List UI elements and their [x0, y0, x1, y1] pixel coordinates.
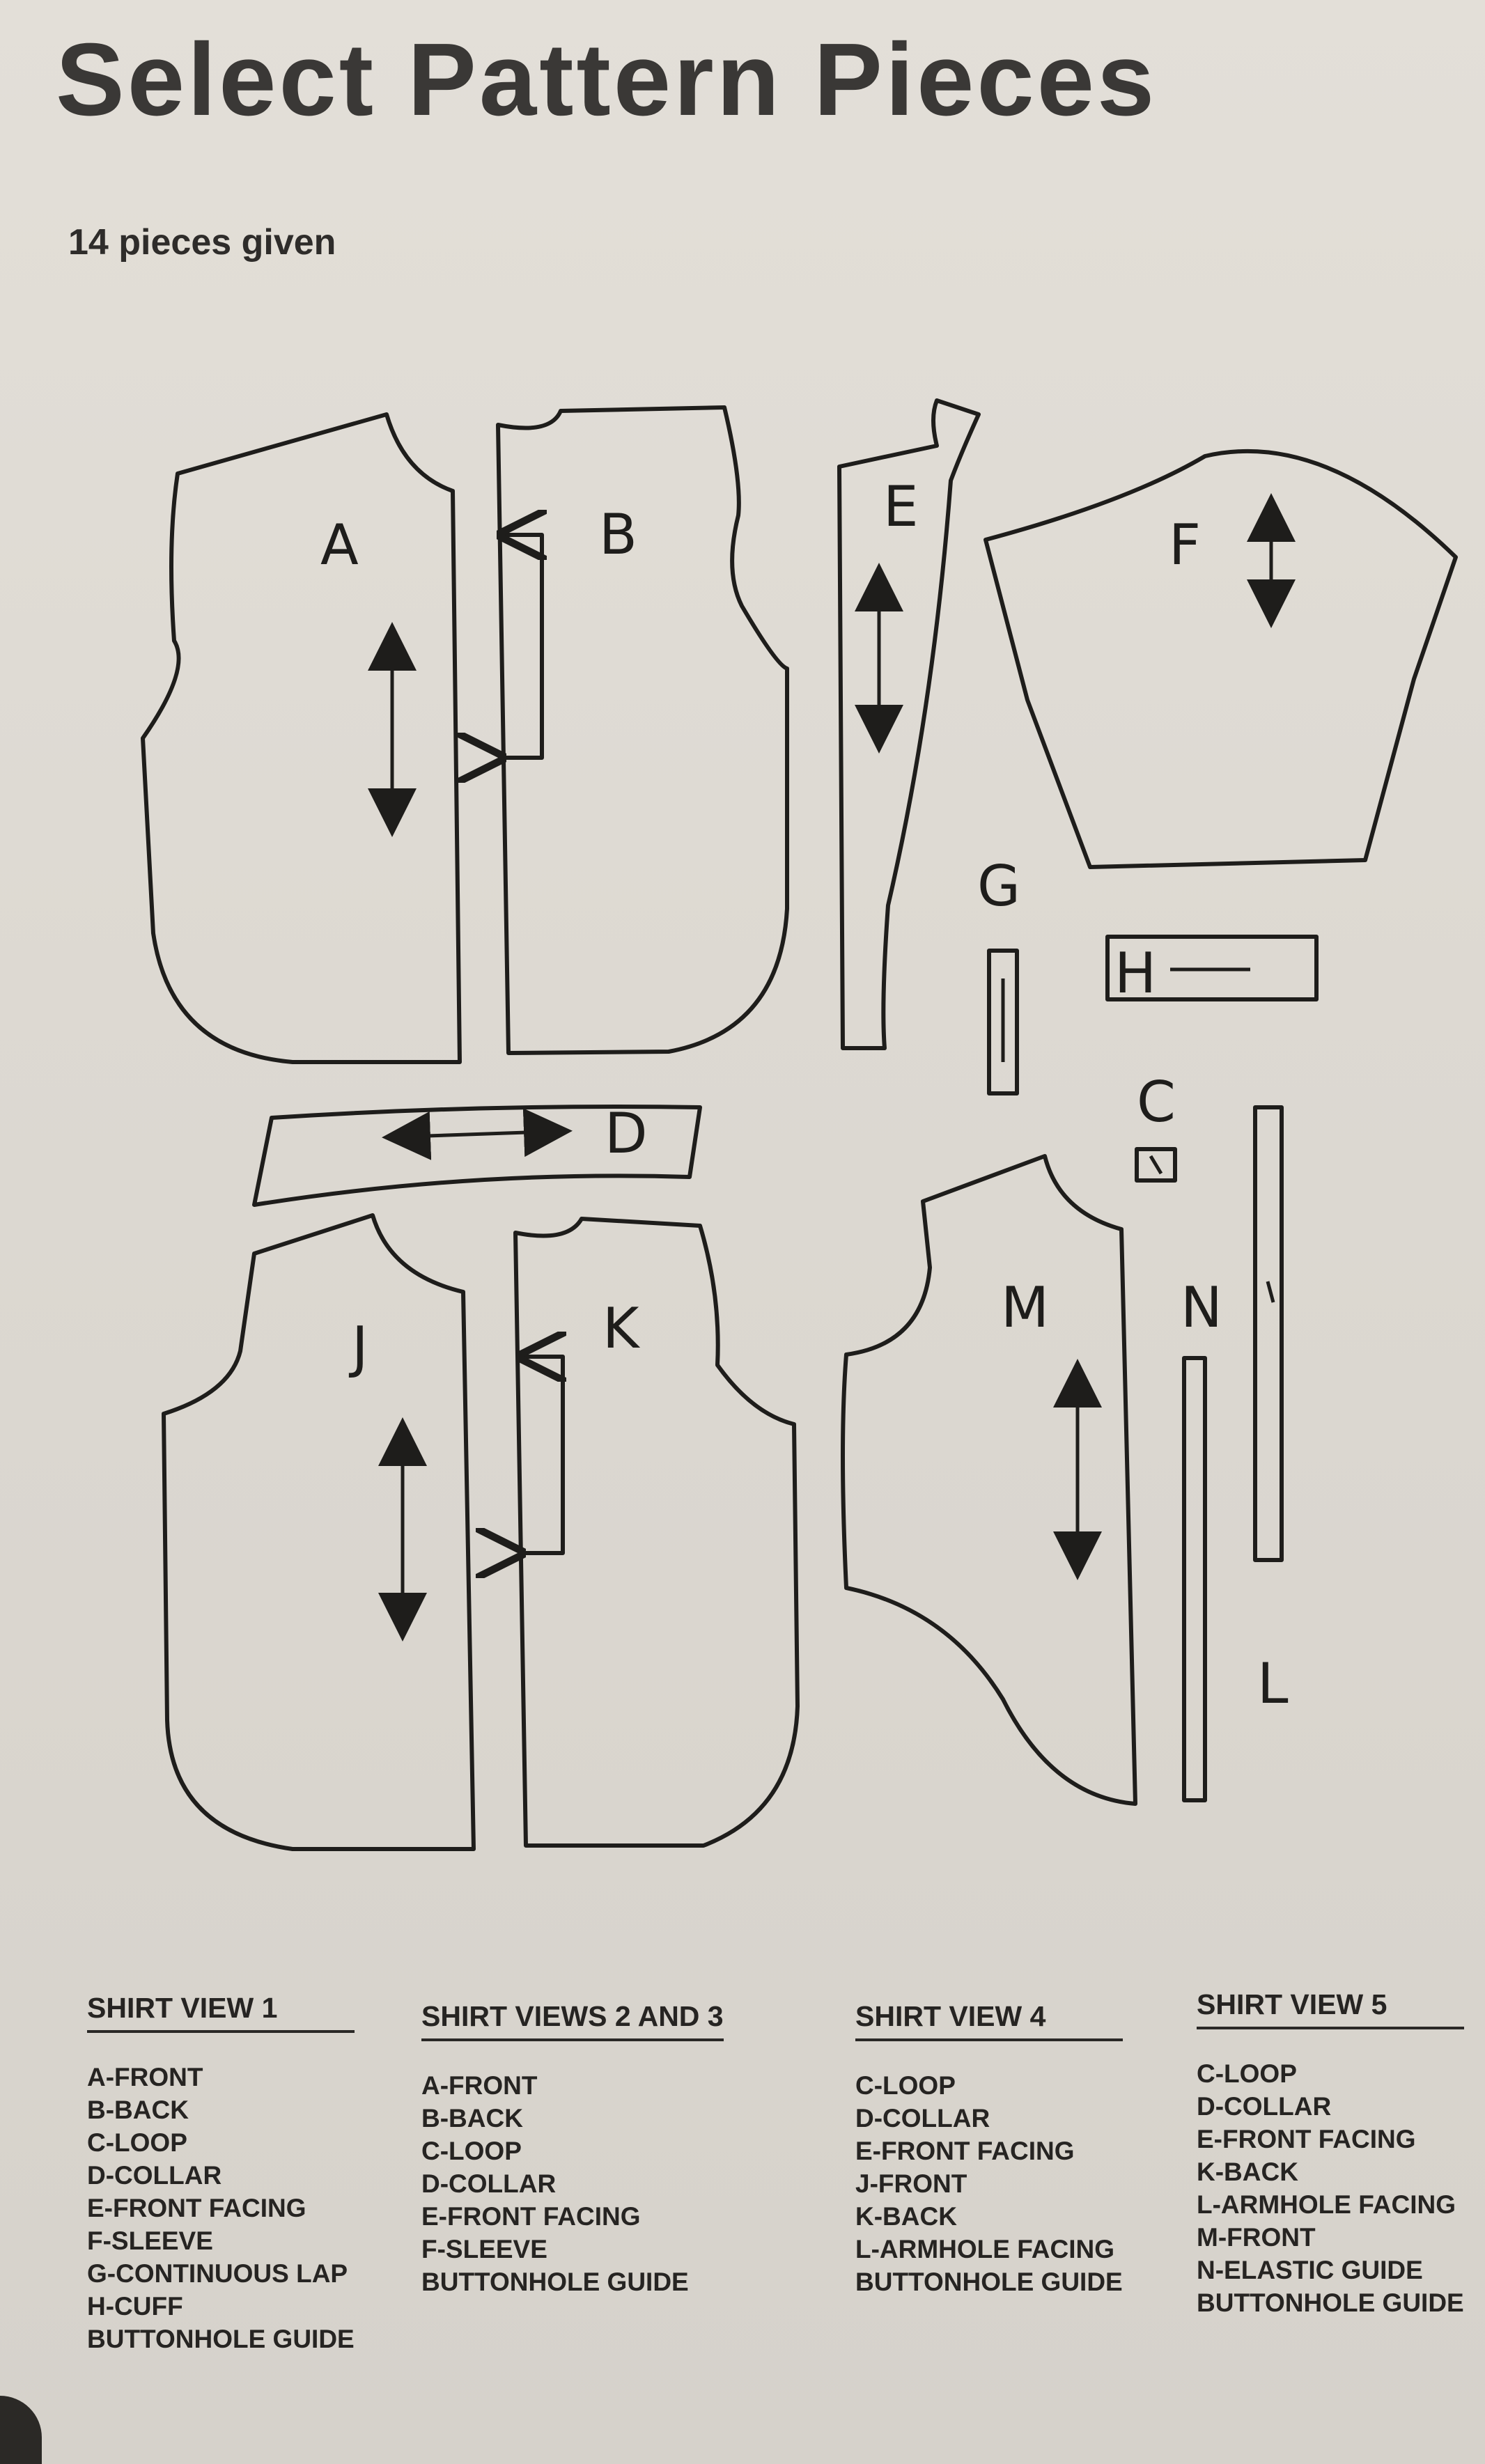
- piece-c-loop: C: [1135, 1070, 1177, 1183]
- legend-views-2-and-3: SHIRT VIEWS 2 AND 3 A-FRONT B-BACK C-LOO…: [421, 2000, 724, 2298]
- legend-item: BUTTONHOLE GUIDE: [1197, 2288, 1464, 2317]
- page-title: Select Pattern Pieces: [56, 22, 1158, 137]
- piece-h-cuff: H: [1105, 935, 1319, 1006]
- piece-label-d: D: [605, 1101, 648, 1166]
- legend-item: D-COLLAR: [1197, 2092, 1332, 2121]
- legend-item: E-FRONT FACING: [87, 2194, 306, 2222]
- legend-item: E-FRONT FACING: [421, 2202, 641, 2231]
- legend-item: B-BACK: [87, 2096, 189, 2124]
- piece-label-e: E: [883, 474, 919, 539]
- legend-item: C-LOOP: [1197, 2059, 1297, 2088]
- piece-label-b: B: [599, 502, 637, 567]
- legend-item: N-ELASTIC GUIDE: [1197, 2256, 1423, 2284]
- legend-item: K-BACK: [855, 2202, 957, 2231]
- legend-item: BUTTONHOLE GUIDE: [87, 2325, 355, 2353]
- legend-item: G-CONTINUOUS LAP: [87, 2259, 348, 2288]
- piece-m-front: M: [841, 1154, 1137, 1806]
- legend-item: H-CUFF: [87, 2292, 183, 2321]
- legend-item: C-LOOP: [87, 2128, 187, 2157]
- legend-item: K-BACK: [1197, 2158, 1298, 2186]
- legend-item: B-BACK: [421, 2104, 523, 2132]
- legend-item: BUTTONHOLE GUIDE: [421, 2268, 689, 2296]
- piece-label-j: J: [348, 1315, 368, 1380]
- legend-item: E-FRONT FACING: [1197, 2125, 1416, 2153]
- legend-item: A-FRONT: [421, 2071, 538, 2100]
- piece-g-continuous-lap: G: [977, 854, 1020, 1095]
- piece-b-back: B: [498, 405, 789, 1055]
- legend-item: L-ARMHOLE FACING: [855, 2235, 1115, 2263]
- piece-a-front: A: [141, 412, 462, 1064]
- piece-label-m: M: [1001, 1275, 1049, 1340]
- piece-label-l: L: [1257, 1651, 1289, 1716]
- legend-item: E-FRONT FACING: [855, 2137, 1075, 2165]
- legend-item: C-LOOP: [421, 2137, 522, 2165]
- legend-item: D-COLLAR: [855, 2104, 990, 2132]
- legend-item: D-COLLAR: [87, 2161, 222, 2190]
- piece-label-k: K: [602, 1296, 641, 1361]
- legend-view-1: SHIRT VIEW 1 A-FRONT B-BACK C-LOOP D-COL…: [87, 1992, 355, 2355]
- legend-heading: SHIRT VIEWS 2 AND 3: [421, 2000, 724, 2041]
- piece-j-front: J: [162, 1213, 476, 1851]
- piece-label-f: F: [1169, 513, 1201, 577]
- pieces-count: 14 pieces given: [68, 222, 336, 263]
- legend-view-5: SHIRT VIEW 5 C-LOOP D-COLLAR E-FRONT FAC…: [1197, 1988, 1464, 2319]
- legend-item: BUTTONHOLE GUIDE: [855, 2268, 1123, 2296]
- piece-f-sleeve: F: [983, 449, 1458, 869]
- piece-label-c: C: [1137, 1070, 1176, 1134]
- legend-item: F-SLEEVE: [87, 2227, 213, 2255]
- legend-item: D-COLLAR: [421, 2169, 557, 2198]
- piece-label-h: H: [1114, 941, 1156, 1006]
- legend-item: A-FRONT: [87, 2063, 203, 2091]
- legend-item: J-FRONT: [855, 2169, 967, 2198]
- legend-item: M-FRONT: [1197, 2223, 1316, 2252]
- piece-l-armhole-facing: L: [1253, 1105, 1289, 1716]
- piece-k-back: K: [515, 1217, 800, 1848]
- legend-heading: SHIRT VIEW 4: [855, 2000, 1123, 2041]
- piece-label-g: G: [977, 854, 1020, 919]
- legend-heading: SHIRT VIEW 1: [87, 1992, 355, 2033]
- legend-view-4: SHIRT VIEW 4 C-LOOP D-COLLAR E-FRONT FAC…: [855, 2000, 1123, 2298]
- piece-d-collar: D: [252, 1101, 702, 1207]
- legend-item: L-ARMHOLE FACING: [1197, 2190, 1456, 2219]
- piece-label-n: N: [1181, 1275, 1222, 1340]
- legend-heading: SHIRT VIEW 5: [1197, 1988, 1464, 2029]
- legend-item: F-SLEEVE: [421, 2235, 547, 2263]
- piece-label-a: A: [320, 513, 359, 577]
- piece-e-front-facing: E: [837, 398, 981, 1050]
- legend-item: C-LOOP: [855, 2071, 956, 2100]
- piece-n-elastic-guide: N: [1181, 1275, 1222, 1802]
